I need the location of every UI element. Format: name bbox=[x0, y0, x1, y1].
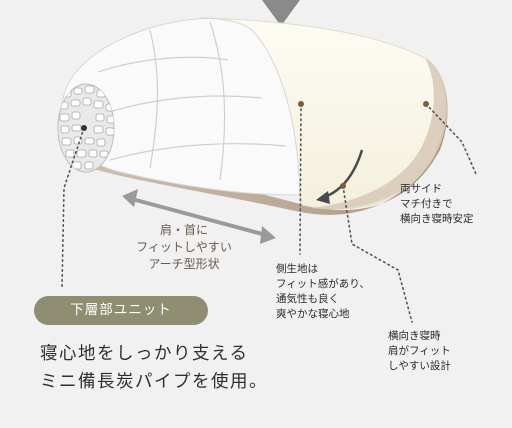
lower-unit-badge: 下層部ユニット bbox=[34, 296, 208, 325]
leader-line-sideways bbox=[342, 185, 413, 323]
double-arrow-left-icon bbox=[122, 189, 138, 207]
side-fabric-callout: 側生地は フィット感があり、 通気性も良く 爽やかな寝心地 bbox=[276, 263, 370, 320]
leader-line-side-fabric bbox=[299, 103, 302, 255]
sides-gusset-callout: 両サイド マチ付きで 横向き寝時安定 bbox=[400, 183, 474, 225]
leader-line-sides bbox=[425, 103, 477, 175]
down-arrow-icon bbox=[262, 0, 300, 26]
double-arrow-right-icon bbox=[260, 226, 276, 244]
curve-arrow-icon bbox=[316, 191, 330, 204]
sideways-sleep-callout: 横向き寝時 肩がフィット しやすい設計 bbox=[388, 330, 451, 372]
leader-line-pipes bbox=[61, 127, 85, 289]
marker-dot-side-fabric bbox=[298, 101, 304, 107]
pillow-cover-rim bbox=[310, 58, 448, 210]
double-arrow-line bbox=[131, 197, 267, 237]
pillow-quilted-body bbox=[61, 18, 301, 196]
marker-dot-sides bbox=[423, 101, 429, 107]
marker-dot-sideways bbox=[340, 183, 346, 189]
arch-shape-label: 肩・首に フィットしやすい アーチ型形状 bbox=[136, 223, 232, 271]
marker-dot-pipes bbox=[81, 125, 87, 131]
headline: 寝心地をしっかり支える ミニ備長炭パイプを使用。 bbox=[40, 344, 268, 392]
